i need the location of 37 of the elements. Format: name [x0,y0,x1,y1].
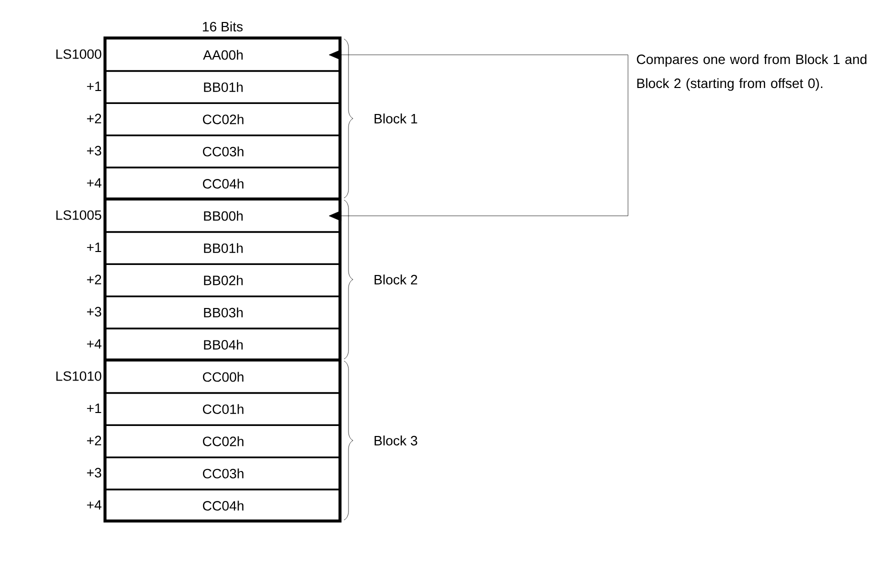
block-label: Block 1 [374,114,418,124]
arrow [328,72,628,222]
memory-cell: CC03h [105,456,342,490]
memory-cell: BB02h [105,263,342,298]
node-label: AA00h [203,50,243,60]
address-label: LS1005 [56,210,102,220]
node-label: BB00h [204,210,243,221]
memory-cell: CC03h [105,134,342,168]
address-label: +3 [87,146,102,156]
address-label: +4 [87,500,102,510]
node-label: CC00h [202,372,244,382]
address-label: LS1000 [56,49,102,59]
memory-cell: CC01h [105,392,342,426]
address-label: +4 [87,178,102,188]
address-label: +2 [87,274,102,284]
block-label: Block 2 [374,274,418,284]
address-label: +3 [87,468,102,478]
address-label: LS1010 [56,371,102,381]
arrow [328,49,628,73]
memory-cell: CC02h [105,424,342,458]
memory-cell: BB01h [105,70,342,104]
address-label: +1 [87,404,102,413]
memory-cell: BB01h [105,231,342,265]
note-text: Compares one word from Block 1 and Block 2 (starting from offset 0). [636,54,866,91]
memory-cell: BB03h [105,296,342,330]
block-label: Block 3 [374,436,418,446]
address-label: +3 [87,306,102,316]
address-label: +1 [87,82,102,91]
memory-cell: CC04h [105,488,342,522]
memory-cell: BB04h [105,328,342,362]
address-label: +2 [87,436,102,446]
address-label: +2 [87,114,102,124]
address-label: +4 [87,339,102,349]
memory-cell: CC04h [105,166,342,200]
column-header: 16 Bits [202,22,243,32]
memory-cell: CC02h [105,102,342,136]
address-label: +1 [87,242,102,252]
